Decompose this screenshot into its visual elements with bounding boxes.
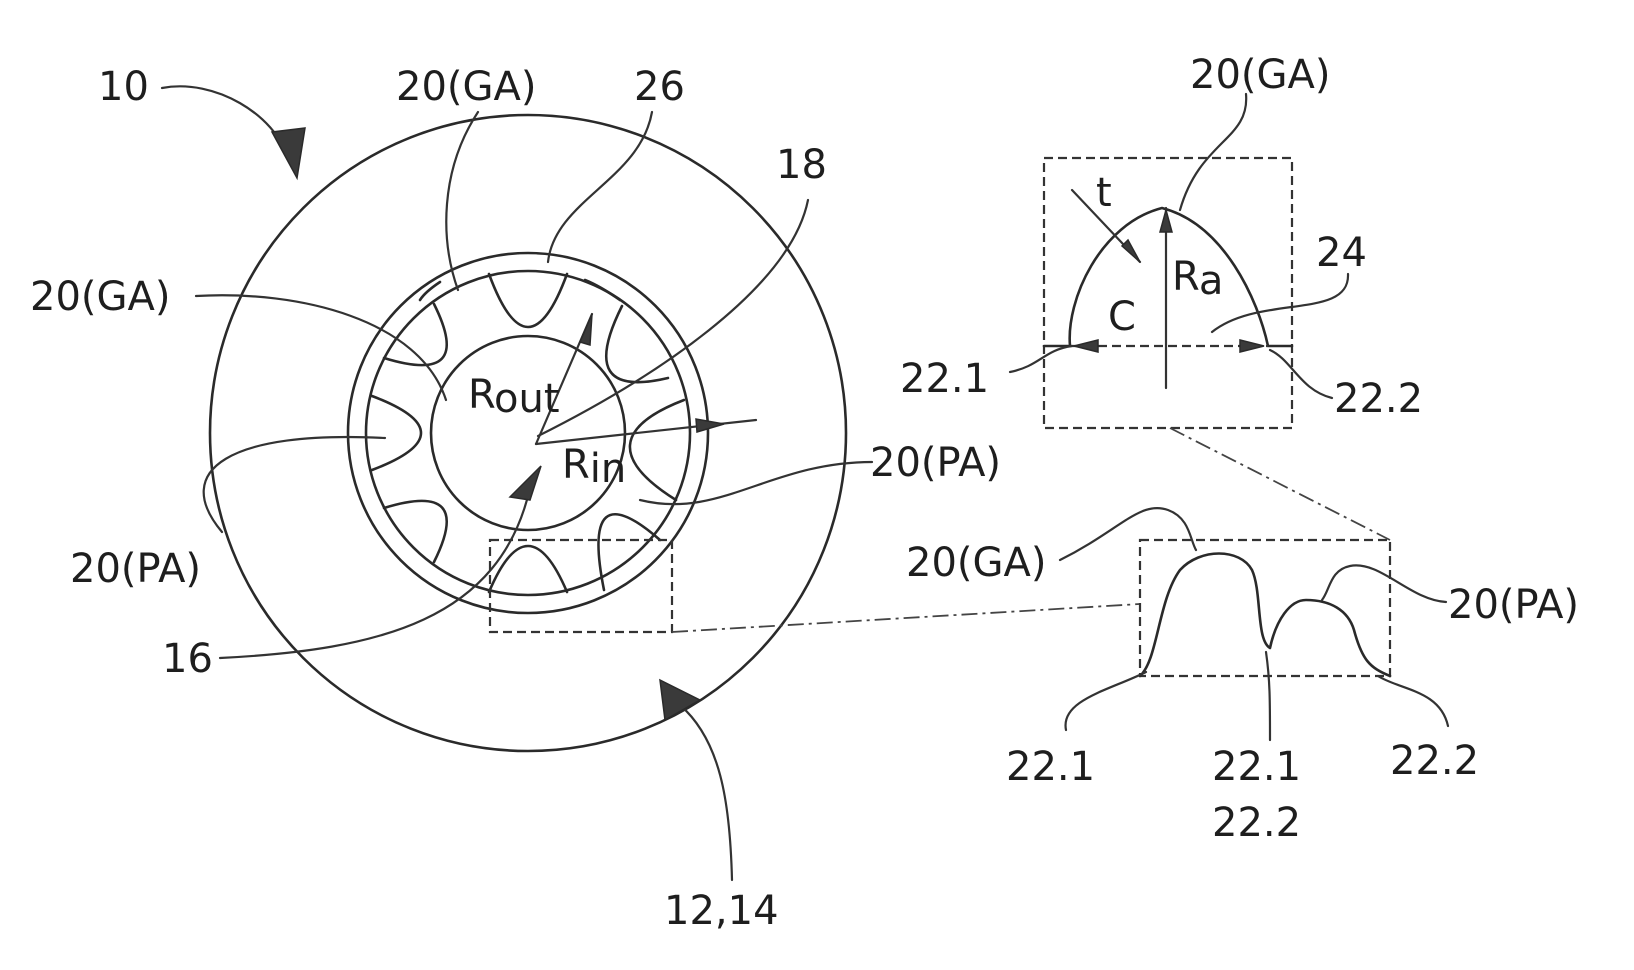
gear-tooth <box>489 546 567 592</box>
leader-20ga-bottom <box>1060 508 1196 560</box>
label-22-2-bottom-mid: 22.2 <box>1212 800 1301 846</box>
r-in-letter: R <box>562 442 590 488</box>
label-10: 10 <box>98 64 149 110</box>
label-20pa-left: 20(PA) <box>70 546 201 592</box>
chord-arrow-right <box>1240 340 1264 352</box>
r-in-subscript: in <box>590 446 626 492</box>
leader-16 <box>220 488 530 658</box>
leader-22-1-bottom-left <box>1066 672 1146 730</box>
label-22-1-bottom-mid: 22.1 <box>1212 744 1301 790</box>
gear-tooth <box>585 280 620 300</box>
detail-bottom <box>1060 508 1448 740</box>
outer-radius-arrowhead <box>580 314 592 345</box>
chord-arrow-left <box>1074 340 1098 352</box>
window-link-line <box>672 604 1140 632</box>
label-16: 16 <box>162 636 213 682</box>
radius-lines <box>536 314 756 444</box>
r-a-subscript: a <box>1199 258 1224 304</box>
label-22-1-detail: 22.1 <box>900 356 989 402</box>
leader-22-1-detail <box>1010 346 1072 372</box>
label-r-a: Ra <box>1172 254 1223 304</box>
r-out-subscript: out <box>494 376 560 422</box>
housing-outer-circle <box>210 115 846 751</box>
label-12-14: 12,14 <box>664 888 779 934</box>
leader-22-2-detail <box>1270 350 1332 398</box>
leader-20ga-detail <box>1180 94 1246 210</box>
labels: 10 20(GA) 26 18 20(GA) Rout Rin 20(PA) 2… <box>30 52 1579 934</box>
label-22-1-bottom-left: 22.1 <box>1006 744 1095 790</box>
leader-lines-main <box>162 86 872 880</box>
label-24: 24 <box>1316 230 1367 276</box>
leader-24 <box>1212 274 1348 332</box>
label-20ga-detail-bottom: 20(GA) <box>906 540 1046 586</box>
label-t: t <box>1096 170 1112 216</box>
gear-outer-ring <box>348 253 708 613</box>
r-a-letter: R <box>1172 254 1199 300</box>
addendum-radius-arrow <box>1160 210 1172 232</box>
mesh-profile <box>1140 554 1390 677</box>
detail-bottom-frame <box>1140 540 1390 676</box>
gear-tooth <box>420 282 440 300</box>
r-out-letter: R <box>468 372 495 418</box>
label-20pa-right: 20(PA) <box>870 440 1001 486</box>
detail-link-line <box>1170 428 1390 540</box>
label-r-in: Rin <box>562 442 626 492</box>
leader-18 <box>538 200 808 436</box>
label-22-2-detail: 22.2 <box>1334 376 1423 422</box>
pump-assembly <box>210 115 846 751</box>
arrow-16-head <box>510 466 541 500</box>
leader-20ga-top <box>446 112 478 290</box>
label-r-out: Rout <box>468 372 560 422</box>
leader-20pa-left <box>204 437 385 532</box>
thickness-arrow <box>1122 240 1140 262</box>
inner-radius-arrowhead <box>696 419 724 432</box>
leader-20pa-bottom <box>1322 565 1446 602</box>
gear-tooth <box>489 274 567 327</box>
gear-tooth <box>372 396 421 470</box>
arrow-10-head <box>272 128 305 178</box>
label-c: C <box>1108 294 1136 340</box>
label-22-2-bottom-right: 22.2 <box>1390 738 1479 784</box>
leader-10 <box>162 86 288 158</box>
arrow-12-14-head <box>660 680 700 720</box>
gear-tooth <box>606 306 668 382</box>
label-20pa-detail-bottom: 20(PA) <box>1448 582 1579 628</box>
label-20ga-left: 20(GA) <box>30 274 170 320</box>
bore-circle <box>431 336 625 530</box>
label-18: 18 <box>776 142 827 188</box>
label-20ga-top: 20(GA) <box>396 64 536 110</box>
leader-22-mid <box>1266 652 1270 740</box>
gear-tooth <box>630 400 684 500</box>
label-20ga-detail-top: 20(GA) <box>1190 52 1330 98</box>
leader-12-14 <box>680 705 732 880</box>
label-26: 26 <box>634 64 685 110</box>
leader-22-2-bottom-right <box>1378 676 1448 726</box>
gear-tooth <box>598 514 660 590</box>
